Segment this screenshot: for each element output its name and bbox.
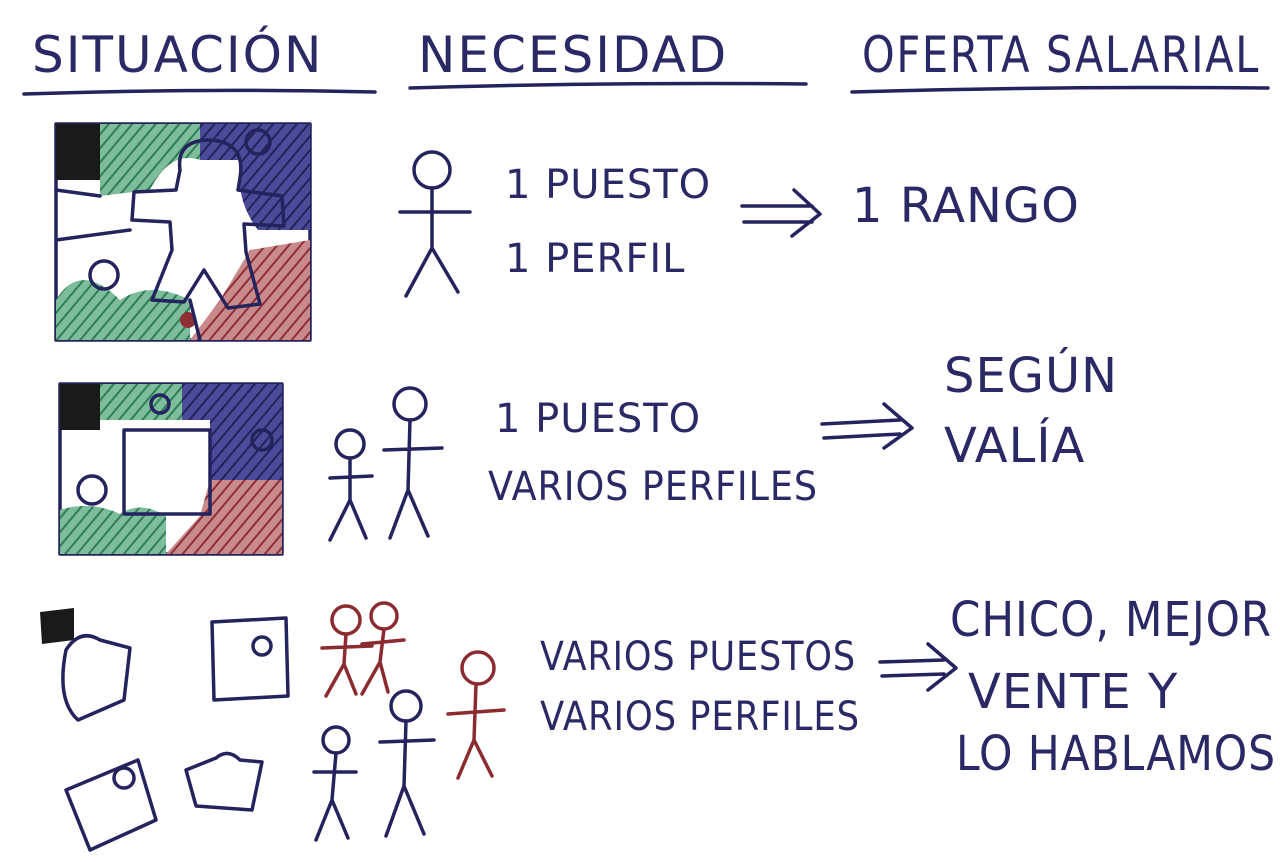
header-necesidad: NECESIDAD xyxy=(408,26,808,90)
stick-figure-icon xyxy=(328,428,374,542)
stick-figure-icon xyxy=(360,601,406,696)
puzzle-piece-maroon xyxy=(184,751,264,812)
row1-need-line2: 1 PERFIL xyxy=(505,236,685,282)
double-arrow-icon xyxy=(740,188,822,238)
row1-need-line1: 1 PUESTO xyxy=(505,162,711,208)
row3-offer-line1: CHICO, MEJOR xyxy=(950,592,1272,648)
puzzle-complete xyxy=(54,122,312,342)
stick-figure-icon xyxy=(378,689,436,838)
header-necesidad-text: NECESIDAD xyxy=(418,26,728,84)
puzzle-scattered-pieces xyxy=(40,608,290,852)
header-situacion-text: SITUACIÓN xyxy=(32,25,323,84)
header-situacion: SITUACIÓN xyxy=(22,25,377,96)
row2-need-line1: 1 PUESTO xyxy=(495,396,701,442)
stick-figure-icon xyxy=(446,650,506,780)
header-underline xyxy=(22,88,377,96)
stick-figure-icon xyxy=(320,604,374,698)
row2-need-line2: VARIOS PERFILES xyxy=(488,464,818,510)
puzzle-piece-green xyxy=(64,758,158,852)
stick-figure-icon xyxy=(312,725,358,842)
header-underline xyxy=(850,85,1270,94)
row2-offer-line2: VALÍA xyxy=(944,417,1085,474)
row3-need-line1: VARIOS PUESTOS xyxy=(540,634,856,680)
row1-offer-line1: 1 RANGO xyxy=(852,178,1080,234)
header-oferta: OFERTA SALARIAL xyxy=(850,26,1270,94)
puzzle-piece-black xyxy=(40,608,74,644)
puzzle-piece-navy xyxy=(210,616,290,702)
puzzle-piece-red xyxy=(61,634,132,722)
header-underline xyxy=(408,81,808,90)
row3-offer-line2: VENTE Y xyxy=(968,664,1178,720)
header-oferta-text: OFERTA SALARIAL xyxy=(862,26,1260,84)
row3-offer-line3: LO HABLAMOS xyxy=(956,726,1276,782)
stick-figure-icon xyxy=(382,386,444,540)
stick-figure-icon xyxy=(398,150,472,298)
row3-need-line2: VARIOS PERFILES xyxy=(540,694,860,740)
person-cutout-icon xyxy=(130,138,286,310)
double-arrow-icon xyxy=(820,402,914,450)
double-arrow-icon xyxy=(878,642,958,692)
row2-offer-line1: SEGÚN xyxy=(944,347,1118,404)
puzzle-missing-piece xyxy=(58,382,284,556)
